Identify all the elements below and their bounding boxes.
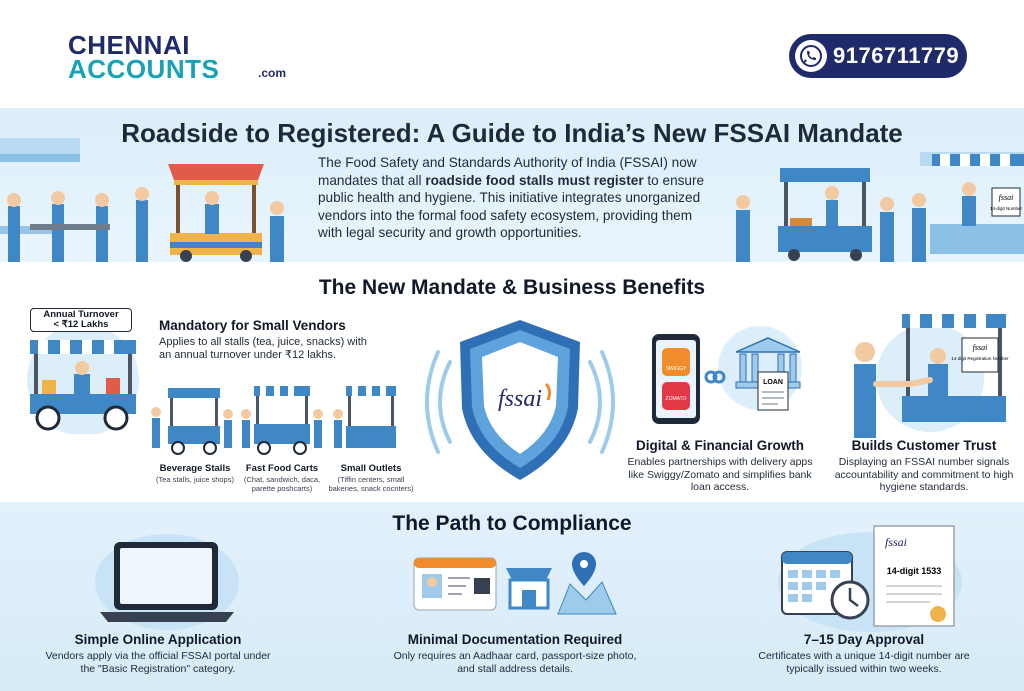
shield-fssai-text: fssai <box>498 386 542 412</box>
banner-title: Roadside to Registered: A Guide to India… <box>121 118 903 148</box>
category-beverage-title: Beverage Stalls <box>159 463 231 474</box>
approval-calendar-certificate-icon: fssai 14-digit 1533 <box>778 525 962 632</box>
trust-text: Displaying an FSSAI number signals accou… <box>834 456 1014 493</box>
stall-types-illustration <box>151 386 396 455</box>
fssai-shield-icon: fssai <box>425 320 615 480</box>
step-online-text: Vendors apply via the official FSSAI por… <box>45 650 271 675</box>
zomato-app-label: ZOMATO <box>666 396 687 402</box>
mandatory-title: Mandatory for Small Vendors <box>159 318 346 333</box>
loan-document-label: LOAN <box>763 379 783 386</box>
turnover-box: Annual Turnover < ₹12 Lakhs <box>30 308 132 332</box>
whatsapp-phone-icon <box>795 40 827 72</box>
phone-badge[interactable]: 9176711779 <box>789 34 967 78</box>
vendors-left-illustration <box>0 138 284 262</box>
step-approval-text: Certificates with a unique 14-digit numb… <box>758 650 970 675</box>
header: CHENNAI ACCOUNTS .com 9176711779 <box>0 0 1024 108</box>
stall-sign-sub: 14-digit Number <box>990 206 1023 211</box>
certificate-fssai-text: fssai <box>885 535 907 549</box>
chennai-accounts-logo[interactable]: CHENNAI ACCOUNTS .com <box>68 30 308 90</box>
digital-title: Digital & Financial Growth <box>635 438 804 453</box>
category-beverage-sub: (Tea stalls, juice shops) <box>156 475 234 484</box>
category-outlets-title: Small Outlets <box>340 463 402 474</box>
compliance-section: The Path to Compliance Simple Online App… <box>0 502 1024 691</box>
stall-sign-fssai: fssai <box>999 193 1014 202</box>
logo-line1: CHENNAI <box>68 30 190 60</box>
swiggy-app-label: SWIGGY <box>666 366 687 372</box>
trust-sign-fssai: fssai <box>973 343 988 352</box>
step-docs-title: Minimal Documentation Required <box>407 632 623 647</box>
phone-number[interactable]: 9176711779 <box>833 43 960 68</box>
benefits-section: The New Mandate & Business Benefits Annu… <box>0 262 1024 502</box>
banner-description: The Food Safety and Standards Authority … <box>318 155 705 240</box>
digital-text: Enables partnerships with delivery apps … <box>627 456 813 493</box>
trust-title: Builds Customer Trust <box>851 438 997 453</box>
step-approval-title: 7–15 Day Approval <box>803 632 925 647</box>
step-docs-text: Only requires an Aadhaar card, passport-… <box>393 650 637 675</box>
logo-suffix: .com <box>258 66 287 80</box>
mandatory-text: Applies to all stalls (tea, juice, snack… <box>159 336 367 361</box>
category-outlets-sub: (Tiffin centers, small bakeries, snack c… <box>328 475 414 493</box>
digital-finance-illustration: SWIGGY ZOMATO LOAN <box>652 326 802 424</box>
category-fastfood-sub: (Chat, sandwich, daca, parette poshcarts… <box>243 475 321 493</box>
vendors-right-illustration: fssai 14-digit Number <box>736 152 1024 262</box>
trust-sign-number: 14-digit Registration Number <box>951 356 1009 361</box>
small-vendor-stall-illustration <box>27 324 139 434</box>
step-online-title: Simple Online Application <box>74 632 242 647</box>
customer-trust-illustration: fssai 14-digit Registration Number <box>854 314 1009 438</box>
compliance-title: The Path to Compliance <box>392 512 632 535</box>
benefits-title: The New Mandate & Business Benefits <box>318 276 706 299</box>
logo-line2: ACCOUNTS <box>68 54 220 84</box>
laptop-icon <box>95 534 239 630</box>
intro-banner: Roadside to Registered: A Guide to India… <box>0 108 1024 262</box>
certificate-number-text: 14-digit 1533 <box>887 566 942 576</box>
documents-icon <box>413 552 617 615</box>
category-fastfood-title: Fast Food Carts <box>245 463 319 474</box>
